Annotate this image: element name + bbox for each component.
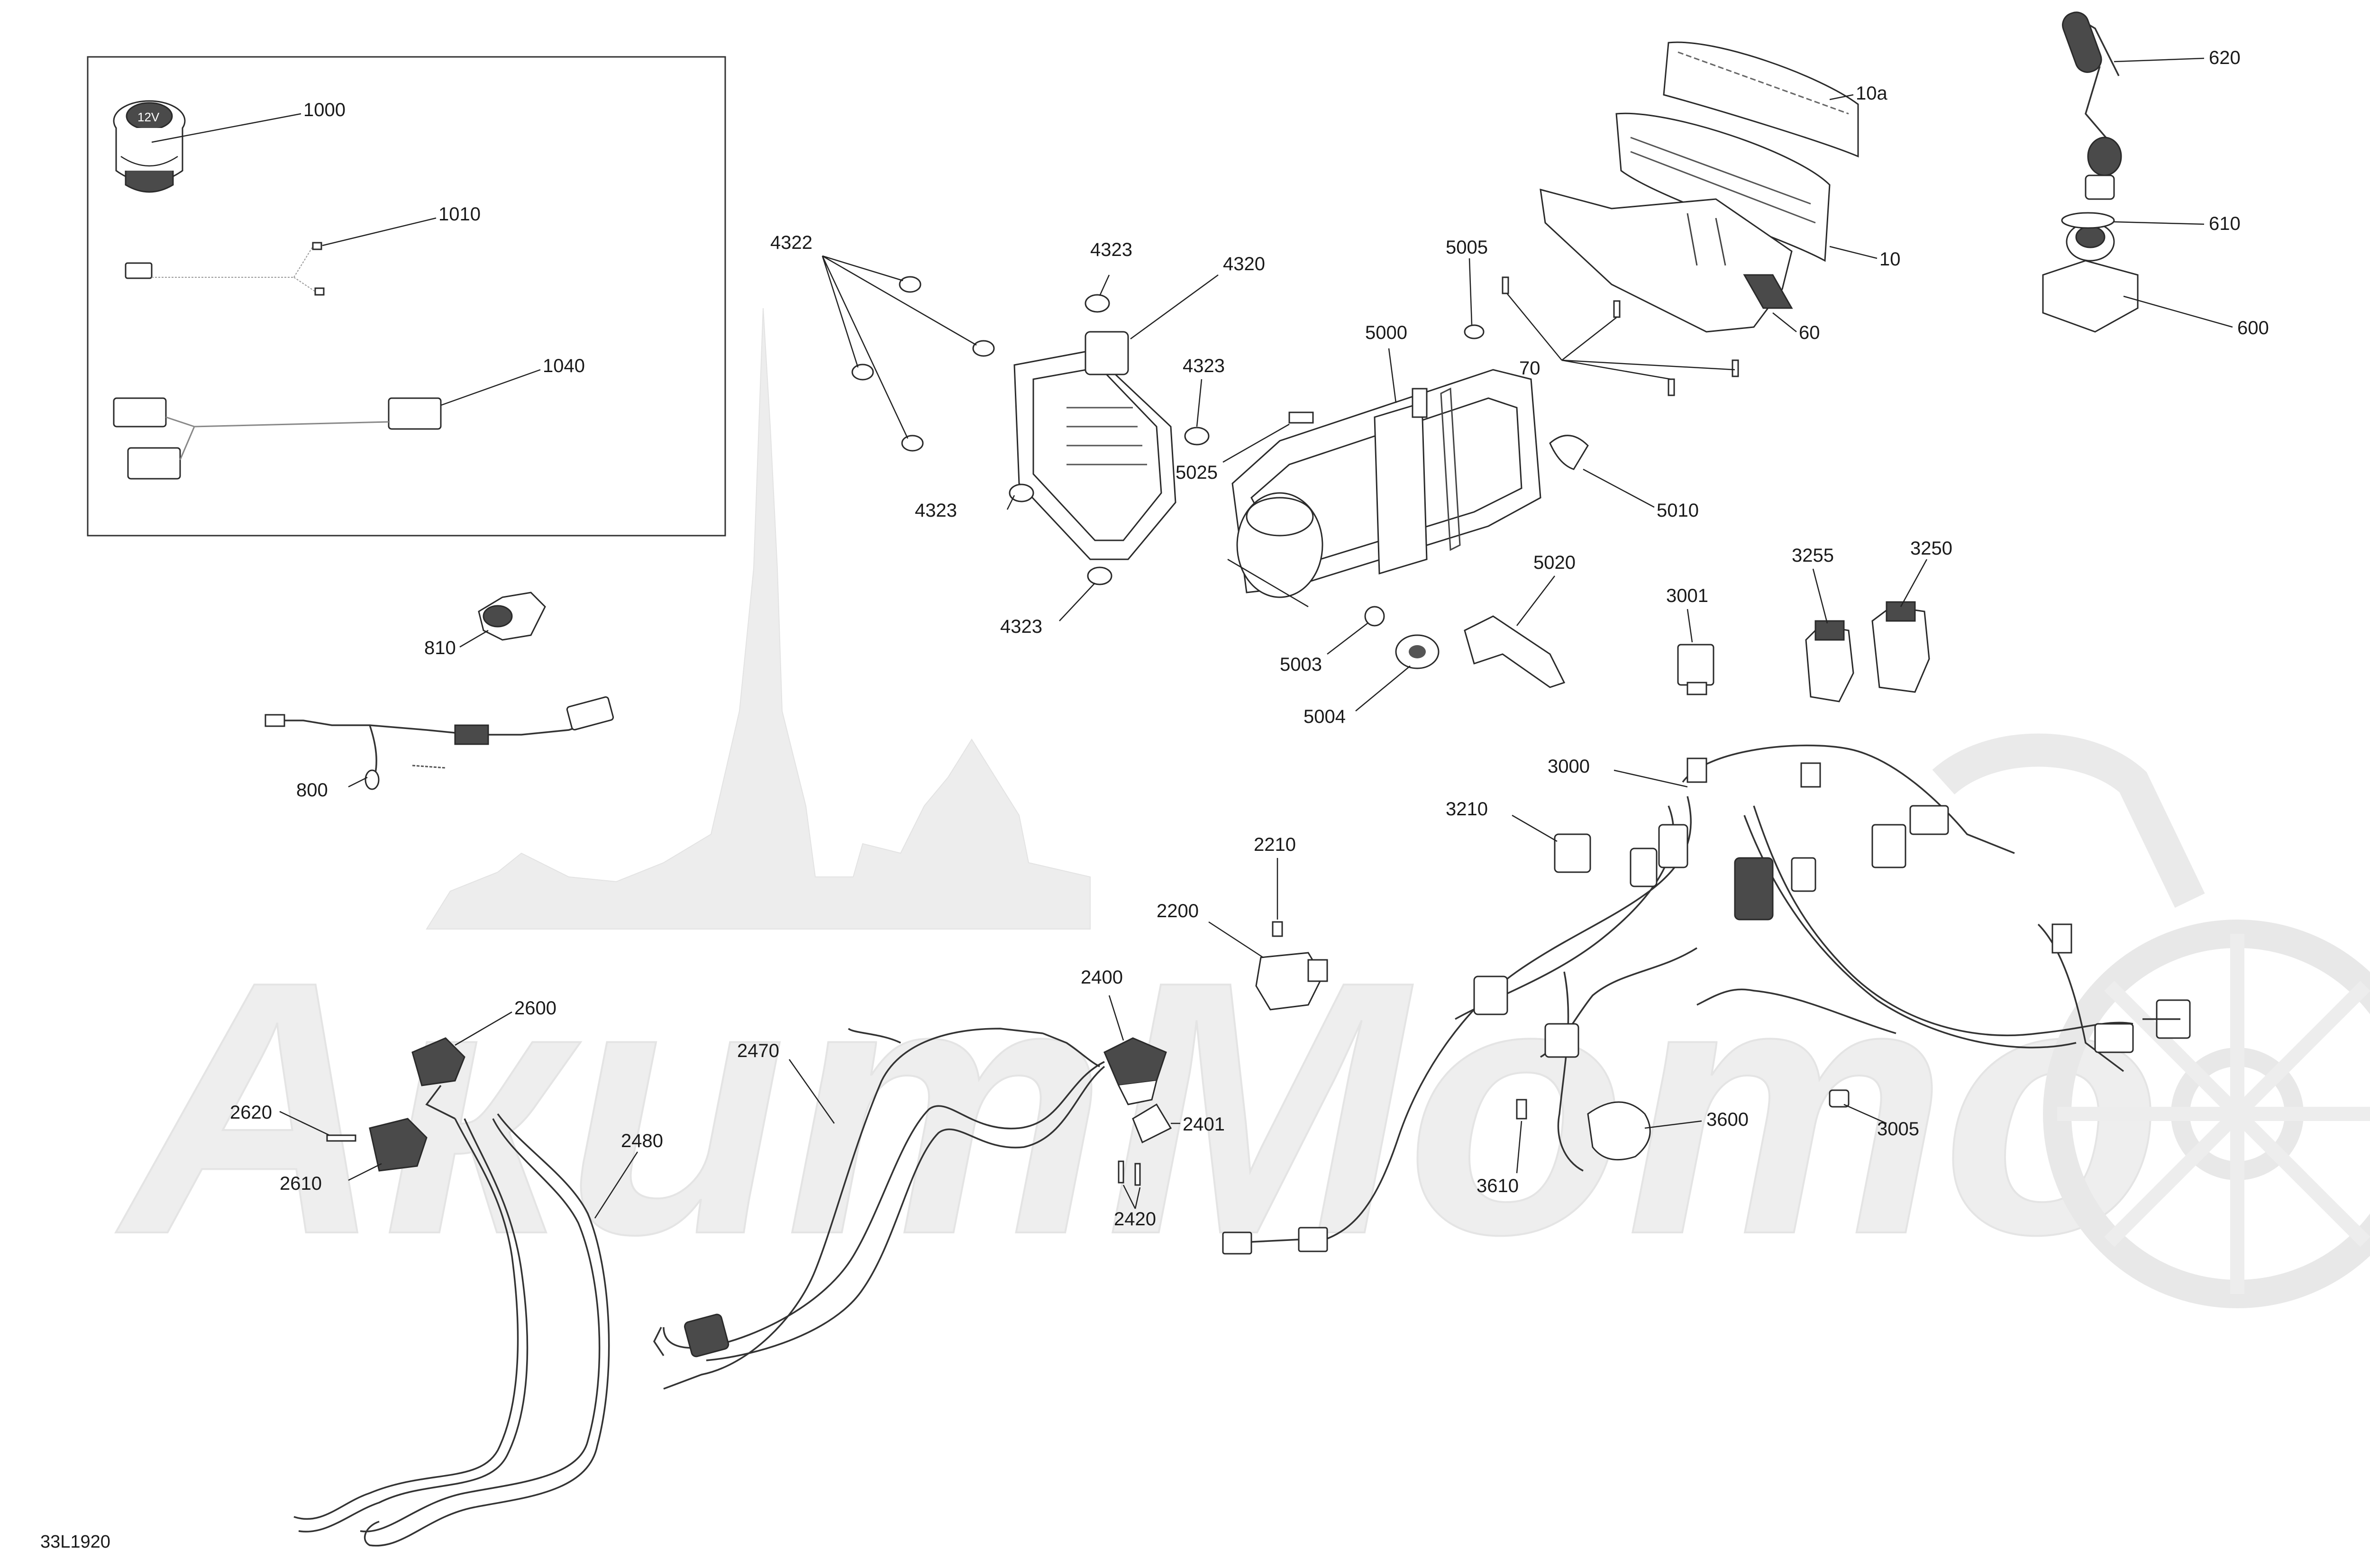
callout-1040: 1040 [543, 356, 585, 376]
tether-key-620 [2062, 11, 2122, 200]
callout-3600: 3600 [1706, 1109, 1749, 1130]
callout-620: 620 [2209, 47, 2241, 68]
reference-code: 33L1920 [40, 1532, 110, 1552]
callout-2470: 2470 [737, 1040, 779, 1061]
screws-2420 [1118, 1160, 1141, 1186]
screw-5005 [1464, 324, 1485, 339]
control-module-4320 [1009, 294, 1210, 585]
screw-2210 [1272, 921, 1283, 937]
callout-3005: 3005 [1877, 1119, 1919, 1140]
callout-2420: 2420 [1114, 1209, 1156, 1230]
screw-5025 [1288, 411, 1314, 424]
harness-1040 [113, 397, 442, 480]
switch-3250 [1871, 601, 1930, 693]
callout-5003: 5003 [1280, 654, 1322, 675]
callout-4322: 4322 [770, 232, 812, 253]
bolts-4322 [851, 276, 995, 452]
switch-2610 [369, 1118, 428, 1172]
callout-70: 70 [1519, 358, 1540, 379]
callout-2200: 2200 [1157, 901, 1199, 921]
callout-3000: 3000 [1548, 756, 1590, 777]
callout-4323-right: 4323 [1183, 356, 1225, 376]
callout-600: 600 [2237, 318, 2269, 338]
callout-3250: 3250 [1910, 538, 1952, 559]
callout-1000: 1000 [303, 100, 346, 120]
washer-5003 [1364, 606, 1385, 627]
callout-60: 60 [1799, 322, 1820, 343]
ignition-switch-600 [2042, 222, 2139, 333]
callout-4320: 4320 [1223, 254, 1265, 274]
switch-2400 [1103, 1037, 1167, 1105]
callout-3210: 3210 [1446, 799, 1488, 820]
callout-3610: 3610 [1477, 1176, 1519, 1196]
switch-3255 [1805, 620, 1854, 702]
relay-3001 [1677, 644, 1714, 695]
screw-3005 [1829, 1089, 1850, 1108]
connector-3210 [1554, 833, 1591, 873]
callout-4323-bottom: 4323 [1000, 616, 1042, 637]
inset-box [87, 56, 726, 537]
gauge-cluster-10 [1540, 41, 1859, 333]
callout-810: 810 [424, 638, 456, 658]
harness-800 [264, 696, 614, 790]
nut-610 [2061, 212, 2115, 229]
ecu-5000 [1227, 369, 1541, 608]
callout-10: 10 [1879, 249, 1901, 270]
bracket-2401 [1132, 1103, 1172, 1144]
callout-3001: 3001 [1666, 585, 1708, 606]
screws-70 [1502, 276, 1739, 396]
callout-4323-top: 4323 [1090, 239, 1132, 260]
callout-2610: 2610 [280, 1173, 322, 1194]
callout-4323-left: 4323 [915, 500, 957, 521]
cable-2470 [653, 1028, 1105, 1390]
power-outlet-1000: 12V [113, 100, 186, 193]
callout-1010: 1010 [438, 204, 481, 225]
callout-610: 610 [2209, 213, 2241, 234]
watermark: АкитМото [111, 308, 2370, 1310]
screw-2620 [326, 1134, 356, 1142]
clip-5010 [1549, 435, 1589, 470]
cap-810 [478, 592, 546, 641]
callout-5000: 5000 [1365, 322, 1407, 343]
callout-2620: 2620 [230, 1102, 272, 1123]
callout-labels: 1000 1010 1040 4322 4323 4320 4323 4323 … [230, 47, 2269, 1230]
callout-10a: 10a [1856, 83, 1887, 104]
callout-2480: 2480 [621, 1130, 663, 1151]
callout-2600: 2600 [514, 998, 556, 1019]
sensor-2200 [1255, 952, 1328, 1011]
callout-2401: 2401 [1183, 1114, 1225, 1135]
switch-2600 [411, 1037, 465, 1120]
wire-1010 [125, 242, 325, 296]
callout-5005: 5005 [1446, 237, 1488, 258]
outlet-marking: 12V [137, 110, 160, 124]
callout-800: 800 [296, 780, 328, 801]
callout-3255: 3255 [1792, 545, 1834, 566]
screw-3610 [1516, 1099, 1527, 1120]
callout-5010: 5010 [1657, 500, 1699, 521]
callout-5025: 5025 [1176, 462, 1218, 483]
callout-2210: 2210 [1254, 834, 1296, 855]
callout-2400: 2400 [1081, 967, 1123, 988]
bracket-5020 [1464, 615, 1566, 688]
main-harness-3000 [1222, 744, 2191, 1255]
watermark-text: АкитМото [112, 907, 2162, 1309]
fuse-block-3600 [1587, 1101, 1651, 1161]
callout-5020: 5020 [1533, 552, 1576, 573]
callout-5004: 5004 [1304, 706, 1346, 727]
cable-2480 [293, 1113, 610, 1547]
